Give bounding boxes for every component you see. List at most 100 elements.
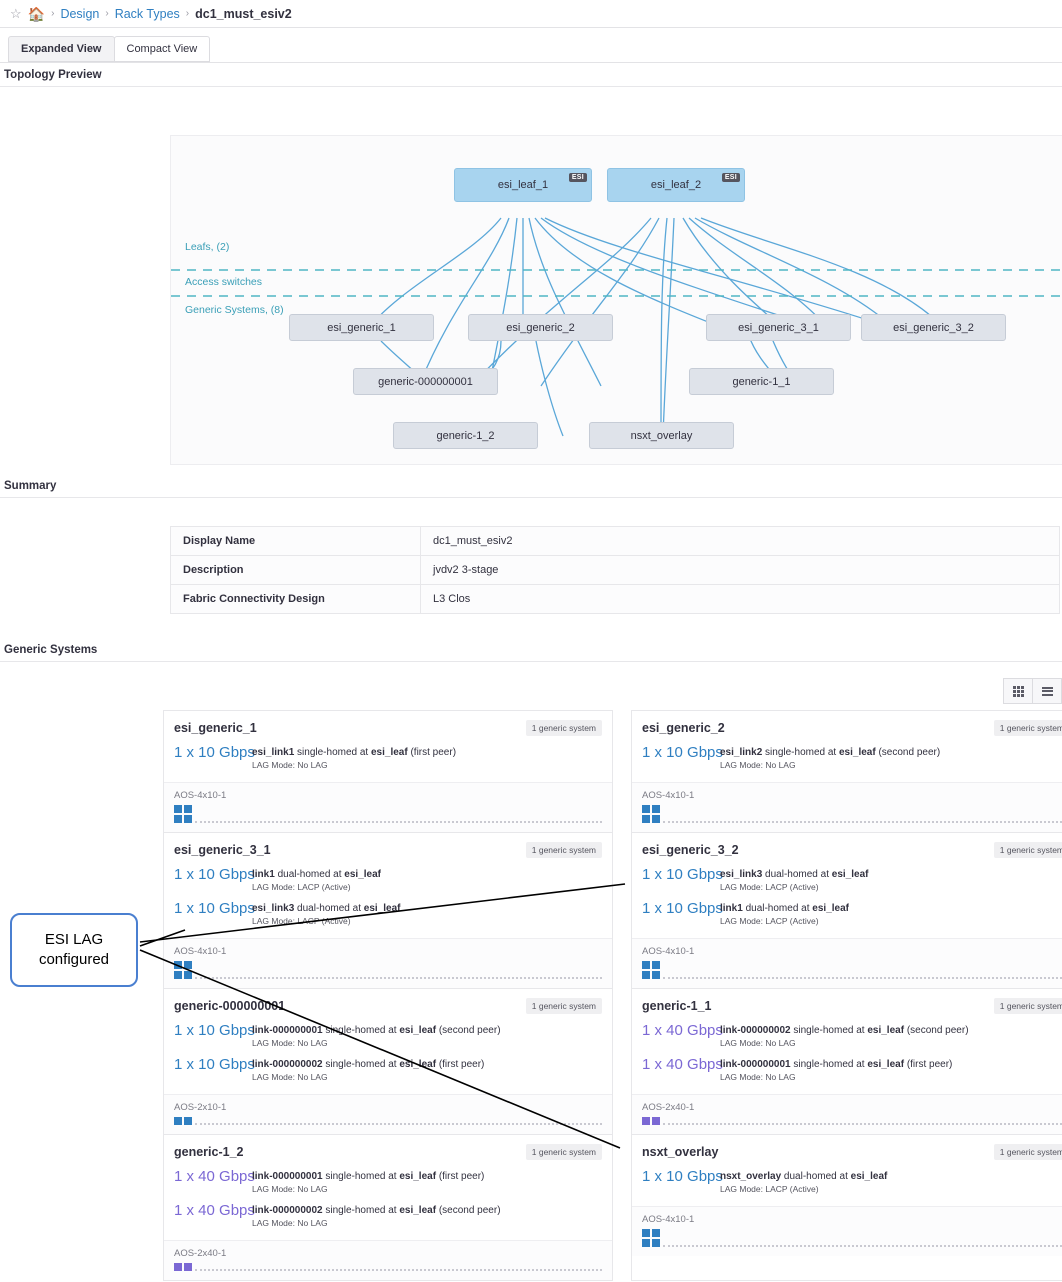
layer-dividers [171, 269, 1062, 297]
port-rail [663, 1117, 1062, 1125]
table-row: Description jvdv2 3-stage [170, 555, 1060, 585]
topology-node-generic-1-2[interactable]: generic-1_2 [393, 422, 538, 449]
port-map[interactable] [174, 805, 602, 823]
card-count-badge: 1 generic system [525, 1144, 602, 1160]
layer-label-generic-systems: Generic Systems, (8) [185, 304, 284, 316]
port-square [184, 961, 192, 969]
port-map[interactable] [642, 1117, 1062, 1125]
breadcrumb-item-design[interactable]: Design [60, 6, 100, 21]
summary-table: Display Name dc1_must_esiv2 Description … [170, 526, 1060, 614]
link-name: link-000000002 [252, 1059, 323, 1070]
port-grid [642, 961, 660, 979]
link-peer-device: esi_leaf [363, 903, 401, 914]
port-square [652, 961, 660, 969]
link-peer-device: esi_leaf [831, 869, 869, 880]
link-speed: 1 x 10 Gbps [642, 1168, 723, 1185]
link-description: link1 dual-homed at esi_leaf [720, 903, 849, 914]
tab-expanded-view[interactable]: Expanded View [8, 36, 115, 62]
port-square [642, 1229, 650, 1237]
tabs-divider [0, 62, 1062, 63]
layer-label-access-switches: Access switches [185, 276, 263, 288]
summary-section: Display Name dc1_must_esiv2 Description … [0, 498, 1062, 638]
section-header-generic-systems: Generic Systems [0, 638, 1062, 662]
link-description: link-000000002 single-homed at esi_leaf … [252, 1205, 501, 1216]
list-glyph [1041, 686, 1053, 696]
port-rail [663, 1239, 1062, 1247]
port-square [184, 1117, 192, 1125]
card-title: esi_generic_3_2 [642, 843, 739, 857]
breadcrumb-separator: › [105, 8, 109, 19]
port-map[interactable] [174, 1117, 602, 1125]
topology-node-nsxt-overlay[interactable]: nsxt_overlay [589, 422, 734, 449]
card-title: esi_generic_3_1 [174, 843, 271, 857]
link-name: esi_link2 [720, 747, 763, 758]
tab-compact-view[interactable]: Compact View [113, 36, 211, 62]
topology-node-esi-generic-1[interactable]: esi_generic_1 [289, 314, 434, 341]
port-map[interactable] [642, 1229, 1062, 1247]
link-speed: 1 x 10 Gbps [174, 744, 255, 761]
link-speed: 1 x 10 Gbps [642, 744, 723, 761]
topology-node-esi-leaf-2[interactable]: esi_leaf_2 ESI [607, 168, 745, 202]
grid-view-icon[interactable] [1003, 678, 1033, 704]
topology-node-esi-generic-2[interactable]: esi_generic_2 [468, 314, 613, 341]
list-view-icon[interactable] [1032, 678, 1062, 704]
topology-node-esi-generic-3-2[interactable]: esi_generic_3_2 [861, 314, 1006, 341]
link-description: link-000000001 single-homed at esi_leaf … [252, 1171, 485, 1182]
link-speed: 1 x 40 Gbps [642, 1056, 723, 1073]
card-count-badge: 1 generic system [993, 720, 1062, 736]
home-icon[interactable]: 🏠 [27, 5, 46, 22]
lag-mode: LAG Mode: LACP (Active) [720, 1184, 819, 1194]
port-square [174, 1263, 182, 1271]
port-square [642, 1117, 650, 1125]
breadcrumb-item-rack-types[interactable]: Rack Types [114, 6, 180, 21]
view-mode-tabs: Expanded View Compact View [0, 28, 1062, 62]
lag-mode: LAG Mode: LACP (Active) [720, 882, 819, 892]
topology-node-esi-leaf-1[interactable]: esi_leaf_1 ESI [454, 168, 592, 202]
port-grid [174, 1117, 192, 1125]
topology-node-esi-generic-3-1[interactable]: esi_generic_3_1 [706, 314, 851, 341]
port-square [174, 815, 182, 823]
port-grid [642, 805, 660, 823]
port-map[interactable] [174, 961, 602, 979]
link-description: esi_link1 single-homed at esi_leaf (firs… [252, 747, 457, 758]
port-square [642, 805, 650, 813]
port-square [652, 1117, 660, 1125]
topology-node-generic-000000001[interactable]: generic-000000001 [353, 368, 498, 395]
topology-node-generic-1-1[interactable]: generic-1_1 [689, 368, 834, 395]
link-peer-device: esi_leaf [344, 869, 381, 880]
port-map[interactable] [642, 961, 1062, 979]
topology-canvas[interactable]: Leafs, (2) Access switches Generic Syste… [170, 135, 1062, 465]
link-text: link-000000002 single-homed at esi_leaf … [252, 1202, 501, 1228]
port-map[interactable] [174, 1263, 602, 1271]
node-label: esi_leaf_1 [497, 179, 549, 191]
link-speed: 1 x 10 Gbps [642, 866, 723, 883]
lag-mode: LAG Mode: No LAG [252, 1072, 328, 1082]
link-peer-device: esi_leaf [838, 747, 876, 758]
port-rail [663, 971, 1062, 979]
star-icon[interactable]: ☆ [10, 6, 22, 21]
link-name: esi_link1 [252, 747, 295, 758]
breadcrumb-current-page: dc1_must_esiv2 [195, 6, 292, 21]
link-speed: 1 x 10 Gbps [174, 866, 255, 883]
port-map[interactable] [642, 805, 1062, 823]
card-footer: AOS-4x10-1 [632, 782, 1062, 832]
link-text: esi_link2 single-homed at esi_leaf (seco… [720, 744, 940, 770]
link-description: link-000000002 single-homed at esi_leaf … [252, 1059, 485, 1070]
